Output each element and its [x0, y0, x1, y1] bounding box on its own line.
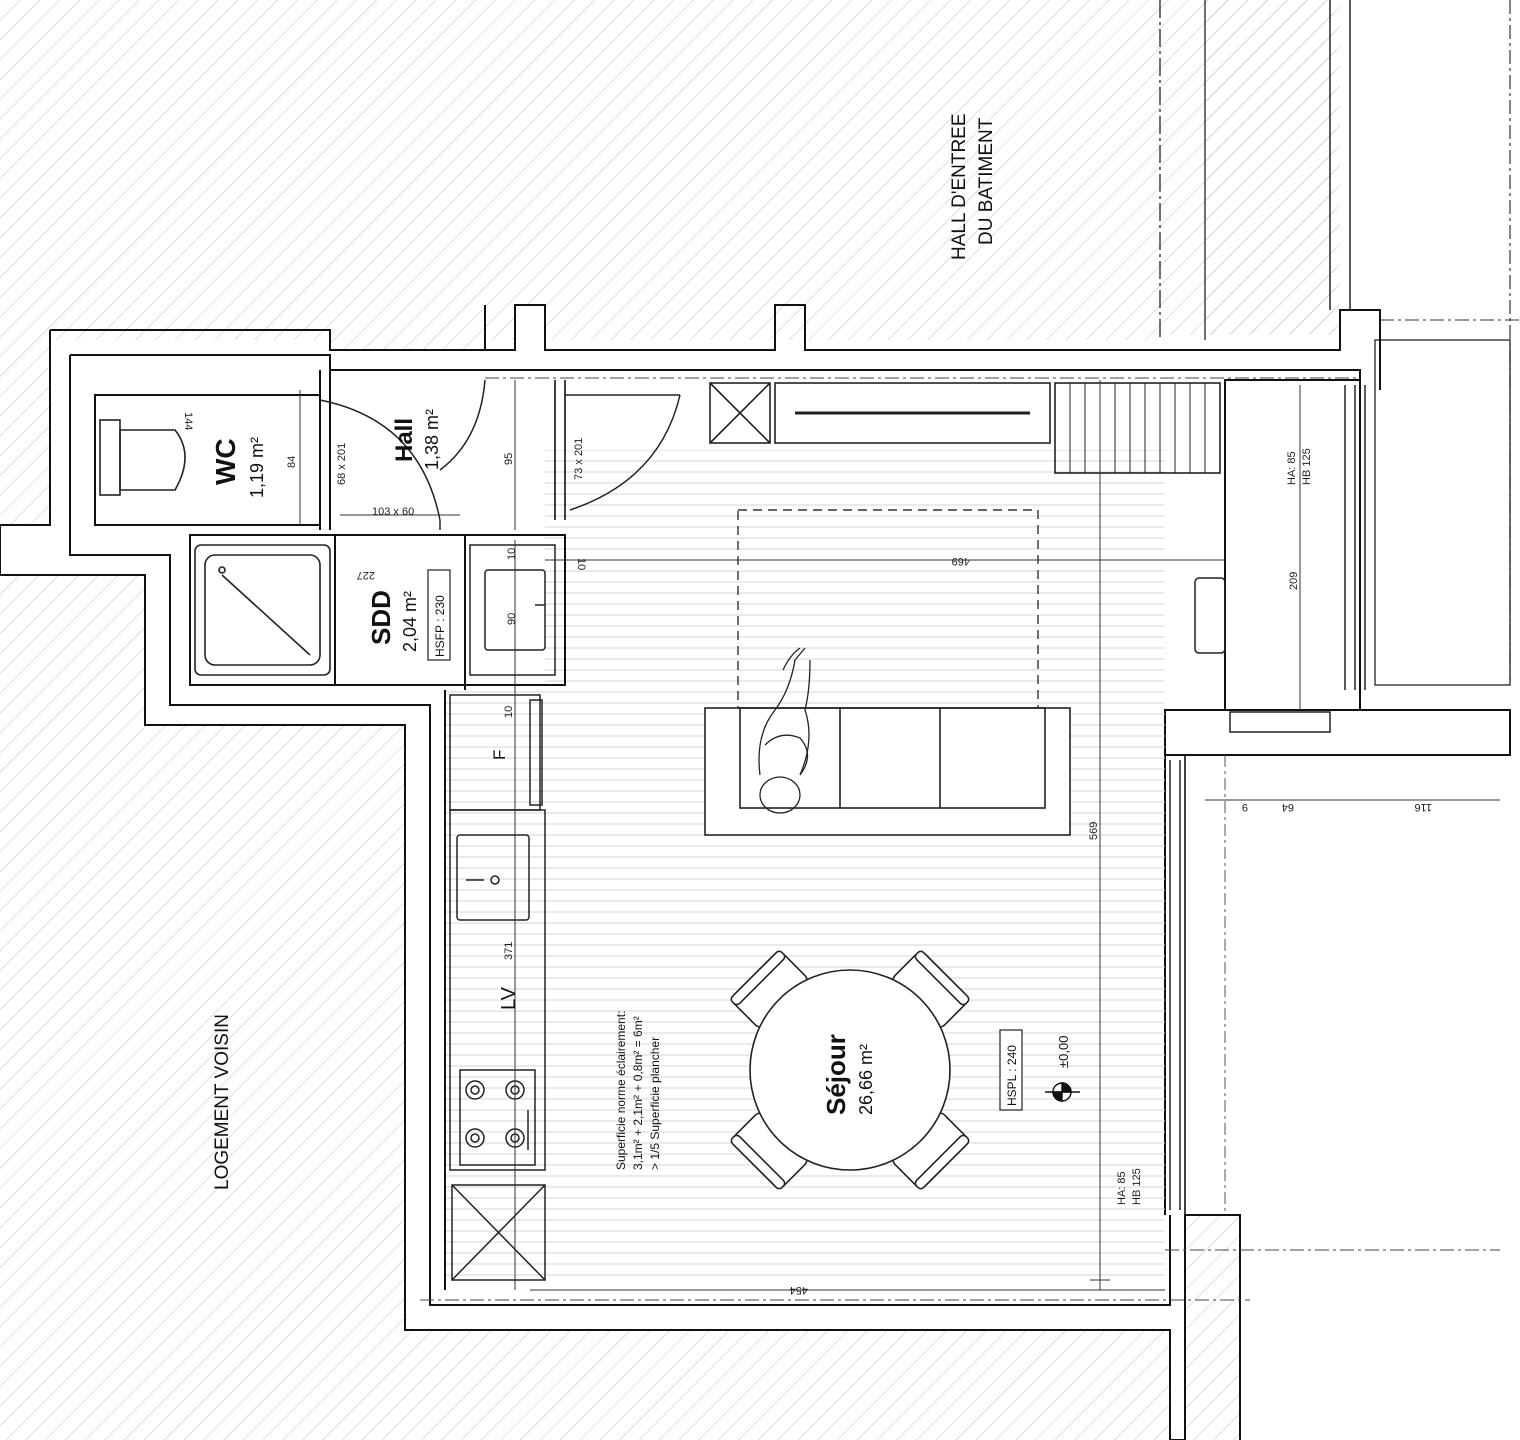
- top-wall: [50, 304, 1381, 390]
- fridge-label: F: [490, 750, 509, 760]
- dim-window-height: 209: [1288, 572, 1300, 590]
- logement-voisin-label: LOGEMENT VOISIN: [212, 1014, 233, 1190]
- oven-icon: [451, 1184, 546, 1281]
- washbasin-icon: [469, 544, 556, 676]
- note-line-1: Superficie norme éclairement:: [614, 1011, 628, 1170]
- dim-sink-c: 10: [575, 558, 587, 570]
- hatch-right-strip: [1205, 0, 1335, 335]
- sdd-room: [189, 534, 566, 686]
- sink-icon: [456, 834, 530, 921]
- window-lower-hb: HB 125: [1131, 1168, 1143, 1205]
- wc-area: 1,19 m²: [247, 437, 267, 498]
- kitchen-floor: [445, 690, 550, 1285]
- note-line-3: > 1/5 Superficie plancher: [648, 1037, 662, 1170]
- note-line-2: 3,1m² + 2,1m² + 0,8m² = 6m²: [631, 1016, 645, 1170]
- dim-sink-a: 10: [506, 548, 518, 560]
- dim-sdd-top: 227: [357, 569, 375, 581]
- right-pillar-top: [1224, 379, 1361, 711]
- chair-icon: [730, 950, 808, 1028]
- dashed-axis-lines: [420, 377, 1500, 1301]
- dining-table-icon: [730, 950, 970, 1190]
- window-upper-hb: HB 125: [1301, 448, 1313, 485]
- dim-sejour-depth: 569: [1088, 822, 1100, 840]
- chair-icon: [892, 1112, 970, 1190]
- hall-entree-label-1: HALL D'ENTREE: [949, 113, 970, 260]
- dim-sejour-width-bottom: 454: [790, 1284, 808, 1296]
- door-wc: [319, 399, 441, 521]
- top-wall-inner: [70, 354, 1361, 385]
- doors: [319, 379, 681, 530]
- bathtub-icon: [194, 544, 331, 676]
- dim-hall-width: 103 x 60: [372, 506, 414, 518]
- right-furniture: [1169, 385, 1366, 1210]
- right-pillar-mid: [1164, 709, 1511, 756]
- dim-fridge-gap: 10: [503, 706, 515, 718]
- dim-wc-depth: 84: [286, 456, 298, 468]
- hatch-bottom-right: [1185, 1215, 1240, 1440]
- top-right-structure: [1159, 0, 1520, 680]
- hall-name: Hall: [391, 418, 418, 462]
- door-hall: [439, 379, 486, 471]
- sejour-name: Séjour: [821, 1034, 851, 1115]
- hall-area: 1,38 m²: [422, 409, 442, 470]
- person-icon: [758, 647, 811, 814]
- sofa-icon: [704, 707, 1071, 836]
- window-lower-ha: HA: 85: [1116, 1171, 1128, 1205]
- door-sejour: [569, 394, 681, 511]
- hatch-left-area: [0, 575, 1170, 1440]
- dim-door-wc: 68 x 201: [336, 443, 348, 485]
- wc-name: WC: [210, 438, 241, 485]
- sdd-tag-box: [427, 569, 451, 661]
- right-block-far: [1374, 339, 1511, 686]
- dim-kitchen-len: 371: [503, 942, 515, 960]
- sdd-tag: HSFP : 230: [433, 595, 447, 657]
- dishwasher-label: LV: [498, 986, 520, 1010]
- closets: [709, 382, 1221, 474]
- sejour-area: 26,66 m²: [856, 1044, 876, 1115]
- dim-right-b: 64: [1282, 801, 1294, 813]
- inner-wall-line: [69, 355, 1171, 1306]
- sdd-name: SDD: [366, 590, 396, 645]
- sdd-area: 2,04 m²: [400, 591, 420, 652]
- dim-sejour-width-top: 469: [952, 555, 970, 567]
- dim-wc-width: 144: [182, 412, 194, 430]
- dining-table: [749, 969, 951, 1171]
- window-upper-ha: HA: 85: [1286, 451, 1298, 485]
- dim-door-hall: 73 x 201: [573, 438, 585, 480]
- dim-right-a: 9: [1242, 801, 1248, 813]
- outer-wall: [0, 330, 1241, 1440]
- partitions: [94, 365, 566, 1290]
- sejour-tag-box: [999, 1029, 1023, 1111]
- hatch-top-left: [0, 0, 1160, 350]
- chair-icon: [892, 950, 970, 1028]
- hatch-left-strip: [0, 330, 50, 525]
- sejour-tag: HSPL : 240: [1005, 1045, 1019, 1106]
- dim-right-c: 116: [1414, 801, 1432, 813]
- level-marker-icon: [1045, 1082, 1080, 1102]
- dimension-lines: [299, 380, 1500, 1291]
- level-label: ±0,00: [1056, 1036, 1071, 1068]
- hall-entree-label-2: DU BATIMENT: [976, 117, 997, 245]
- toilet-icon: [99, 419, 186, 496]
- dim-hall-depth: 95: [503, 453, 515, 465]
- dim-sink-b: 90: [506, 613, 518, 625]
